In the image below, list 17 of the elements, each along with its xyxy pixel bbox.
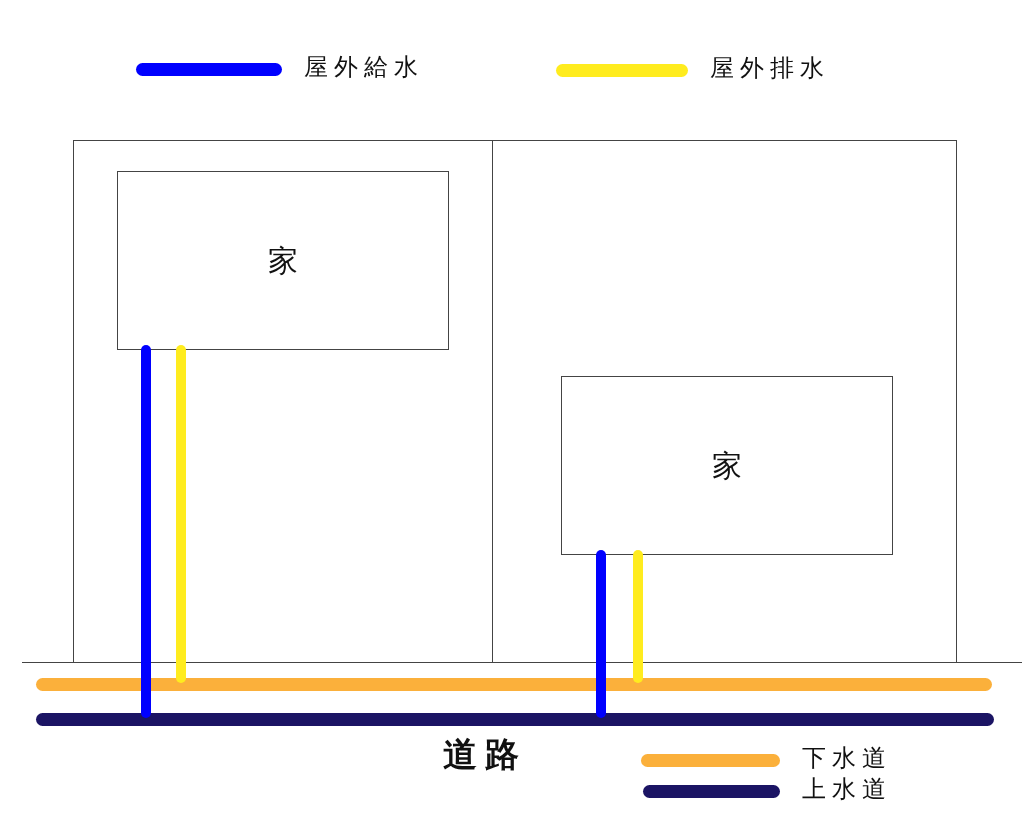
house-label: 家: [712, 447, 742, 484]
house-box: [117, 171, 449, 350]
legend-label: 下水道: [802, 744, 892, 773]
service-pipe: [633, 550, 643, 683]
service-pipe: [176, 345, 186, 683]
legend-label: 屋外給水: [304, 53, 424, 82]
road-label: 道路: [443, 736, 527, 774]
legend-label: 上水道: [802, 775, 892, 804]
house-box: [561, 376, 893, 555]
house-label: 家: [268, 242, 298, 279]
water-main-pipe: [36, 713, 994, 726]
lot-outline: [492, 140, 957, 663]
service-pipe: [141, 345, 151, 718]
service-pipe: [596, 550, 606, 718]
lot-outline: [73, 140, 493, 663]
legend-label: 屋外排水: [710, 54, 830, 83]
sewer-main-pipe: [36, 678, 992, 691]
